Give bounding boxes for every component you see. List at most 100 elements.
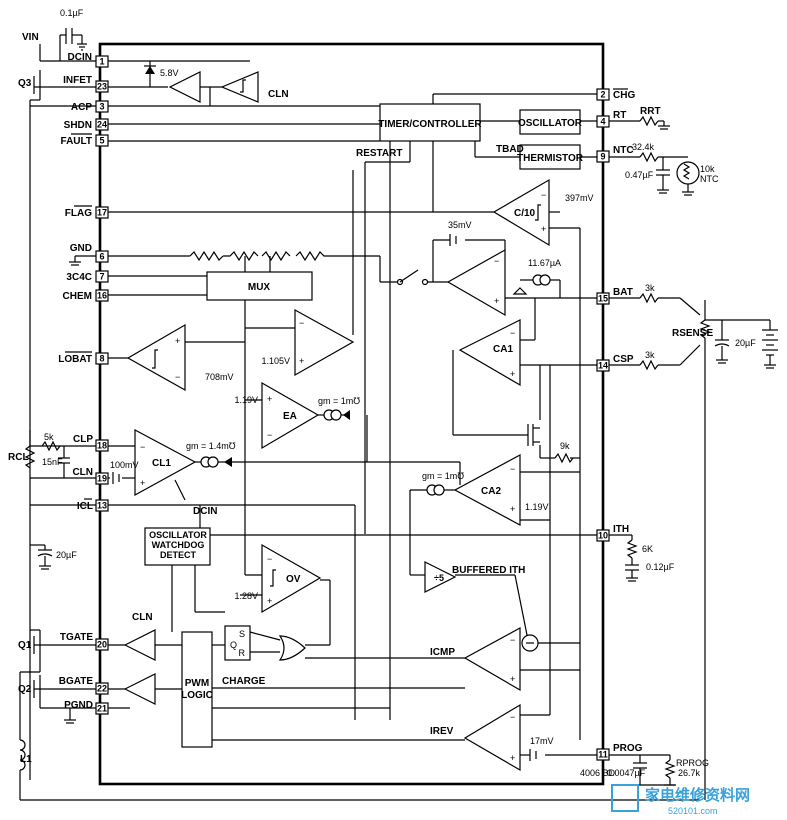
svg-text:CLN: CLN (268, 89, 289, 100)
svg-text:9: 9 (600, 152, 605, 162)
ca1-mosfet (527, 424, 540, 446)
svg-text:BAT: BAT (613, 287, 633, 298)
svg-text:1: 1 (99, 57, 104, 67)
svg-text:19: 19 (97, 474, 107, 484)
svg-text:ACP: ACP (71, 102, 92, 113)
svg-text:3: 3 (99, 102, 104, 112)
svg-text:15: 15 (598, 294, 608, 304)
sr-latch-block: S Q R (224, 625, 251, 661)
svg-text:3C4C: 3C4C (66, 272, 92, 283)
v35-source: 35mV (448, 220, 472, 246)
svg-text:6K: 6K (642, 544, 653, 554)
svg-text:5.8V: 5.8V (160, 68, 179, 78)
svg-text:1.28V: 1.28V (234, 591, 258, 601)
gnd-resistor-chain (189, 250, 330, 262)
svg-text:17: 17 (97, 208, 107, 218)
thermistor-block: THERMISTOR (517, 144, 584, 170)
svg-text:VIN: VIN (22, 32, 39, 43)
svg-text:−: − (510, 712, 515, 722)
svg-text:RCL: RCL (8, 452, 29, 463)
svg-text:OSCILLATOR: OSCILLATOR (149, 530, 207, 540)
svg-text:−: − (140, 442, 145, 452)
svg-text:EA: EA (283, 411, 297, 422)
svg-text:INFET: INFET (63, 75, 92, 86)
chip-outline (98, 42, 605, 786)
svg-text:5: 5 (99, 136, 104, 146)
svg-text:CHEM: CHEM (63, 291, 92, 302)
pin-rt: 4 RT (596, 110, 626, 128)
svg-text:CLN: CLN (72, 467, 93, 478)
restart-label: RESTART (356, 148, 402, 159)
timer-controller-block: TIMER/CONTROLLER (378, 103, 482, 142)
svg-text:11: 11 (598, 750, 608, 760)
resistor-9k: 9k (554, 441, 574, 464)
gm-ca2: gm = 1m℧ (422, 471, 464, 496)
amp-ca2: CA2 − + 1.19V (453, 453, 549, 527)
svg-text:+: + (494, 296, 499, 306)
svg-text:NTC: NTC (613, 145, 634, 156)
svg-text:IREV: IREV (430, 726, 454, 737)
svg-text:18: 18 (97, 441, 107, 451)
amp-cl1: CL1 − + (134, 429, 197, 497)
v17-source: 17mV (529, 736, 554, 761)
svg-text:PROG: PROG (613, 743, 643, 754)
or-gate (278, 635, 306, 661)
svg-text:14: 14 (598, 361, 608, 371)
svg-text:LOBAT: LOBAT (58, 354, 92, 365)
svg-text:SHDN: SHDN (64, 120, 92, 131)
pin-3c4c: 7 3C4C (66, 270, 109, 283)
external-right (609, 115, 778, 800)
pin-flag: 17 FLAG (65, 205, 109, 219)
pin-shdn: 24 SHDN (64, 118, 109, 131)
v100-source: 100mV (110, 460, 139, 484)
oscillator-block: OSCILLATOR (518, 109, 583, 135)
svg-text:+: + (267, 394, 272, 404)
svg-text:RPROG: RPROG (676, 758, 709, 768)
dcin-label: DCIN (193, 506, 217, 517)
svg-text:10k: 10k (700, 164, 715, 174)
svg-text:RT: RT (613, 110, 626, 121)
svg-text:20µF: 20µF (56, 550, 77, 560)
svg-text:+: + (510, 753, 515, 763)
svg-text:520101.com: 520101.com (668, 806, 718, 816)
svg-text:CLP: CLP (73, 434, 93, 445)
comparator-dcin: CLN (220, 71, 289, 103)
svg-text:BGATE: BGATE (59, 676, 94, 687)
svg-text:10: 10 (598, 531, 608, 541)
amp-ov: OV − + 1.28V (234, 543, 322, 614)
pwm-logic-block: PWM LOGIC (181, 631, 213, 748)
pin-chg: 2 CHG (596, 88, 635, 101)
svg-text:+: + (299, 356, 304, 366)
svg-text:MUX: MUX (248, 282, 271, 293)
amp-bat-sense: − + (446, 248, 506, 317)
svg-text:8: 8 (99, 354, 104, 364)
svg-text:+: + (140, 478, 145, 488)
bgate-driver (123, 673, 156, 705)
svg-text:5k: 5k (44, 432, 54, 442)
svg-text:−: − (541, 190, 546, 200)
svg-text:R: R (239, 648, 246, 658)
svg-text:100mV: 100mV (110, 460, 139, 470)
zener-diode: 5.8V (144, 65, 179, 78)
svg-text:RSENSE: RSENSE (672, 328, 713, 339)
svg-text:gm = 1m℧: gm = 1m℧ (422, 471, 464, 481)
pin-pgnd: 21 PGND (64, 700, 109, 715)
svg-text:6: 6 (99, 252, 104, 262)
svg-text:3k: 3k (645, 283, 655, 293)
svg-text:20: 20 (97, 640, 107, 650)
svg-text:÷5: ÷5 (434, 573, 444, 583)
svg-text:−: − (510, 635, 515, 645)
svg-text:3k: 3k (645, 350, 655, 360)
gm-cl1: gm = 1.4m℧ (186, 441, 236, 468)
svg-text:0.1µF: 0.1µF (60, 8, 84, 18)
svg-text:20µF: 20µF (735, 338, 756, 348)
svg-text:gm = 1m℧: gm = 1m℧ (318, 396, 360, 406)
pin-fault: 5 FAULT (61, 133, 109, 147)
svg-text:L1: L1 (20, 754, 32, 765)
svg-text:FLAG: FLAG (65, 208, 92, 219)
svg-text:13: 13 (97, 501, 107, 511)
pin-chem: 16 CHEM (63, 289, 109, 302)
svg-text:0.0047µF: 0.0047µF (607, 768, 646, 778)
svg-text:−: − (494, 256, 499, 266)
